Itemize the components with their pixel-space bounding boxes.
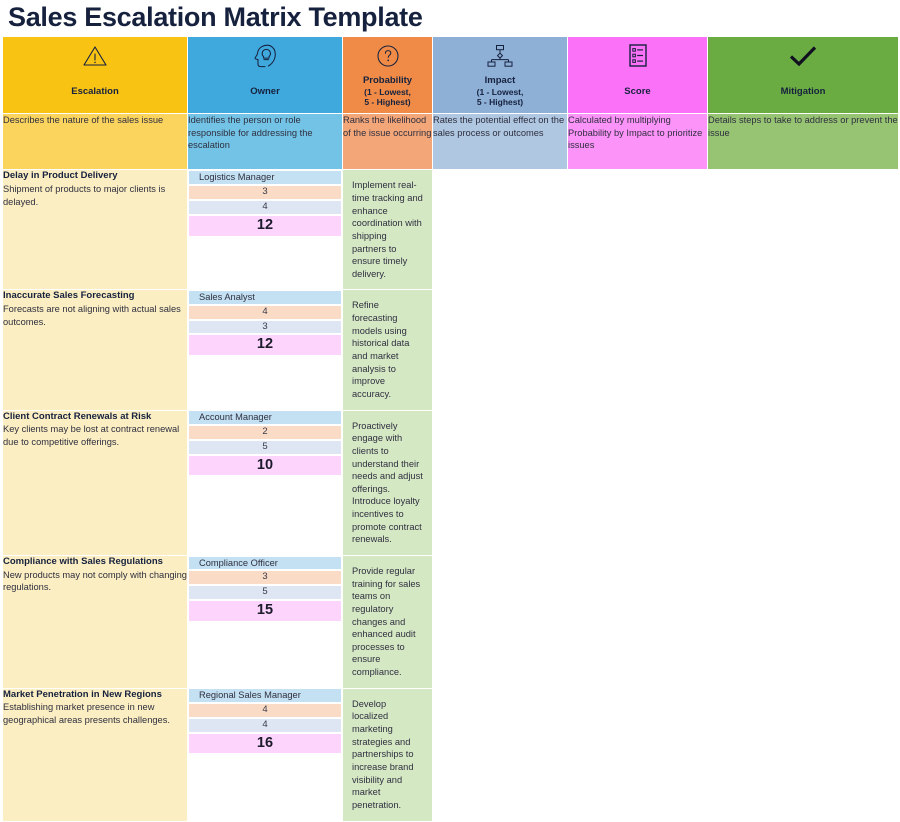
header-label-probability-text: Probability	[362, 74, 413, 86]
warning-triangle-icon	[82, 41, 108, 71]
issue-description: Shipment of products to major clients is…	[3, 183, 166, 207]
head-lightbulb-icon	[253, 41, 277, 71]
hierarchy-chart-icon	[486, 41, 514, 71]
cell-mitigation: Implement real-time tracking and enhance…	[342, 169, 433, 291]
cell-owner: Logistics Manager	[188, 170, 342, 185]
description-escalation: Describes the nature of the sales issue	[2, 113, 188, 171]
cell-mitigation: Refine forecasting models using historic…	[342, 289, 433, 411]
header-label-probability: Probability (1 - Lowest,5 - Highest)	[363, 72, 412, 113]
issue-title: Delay in Product Delivery	[3, 170, 118, 182]
header-label-score: Score	[624, 85, 651, 97]
header-label-owner: Owner	[250, 85, 280, 97]
cell-escalation: Market Penetration in New Regions Establ…	[2, 687, 188, 822]
cell-escalation: Client Contract Renewals at Risk Key cli…	[2, 409, 188, 557]
description-mitigation: Details steps to take to address or prev…	[707, 113, 899, 171]
header-label-impact-text: Impact	[484, 74, 516, 86]
cell-score: 12	[188, 334, 342, 357]
cell-mitigation: Develop localized marketing strategies a…	[342, 687, 433, 822]
checklist-document-icon	[627, 41, 649, 71]
issue-description: New products may not comply with changin…	[3, 569, 187, 593]
cell-score: 10	[188, 454, 342, 477]
header-sublabel-impact: (1 - Lowest,5 - Highest)	[476, 86, 524, 108]
cell-probability: 4	[188, 304, 342, 320]
cell-impact: 3	[188, 319, 342, 335]
cell-probability: 4	[188, 702, 342, 718]
header-cell-score: Score	[567, 36, 708, 115]
cell-impact: 5	[188, 585, 342, 600]
cell-score: 16	[188, 732, 342, 755]
cell-probability: 2	[188, 424, 342, 440]
table-row: Market Penetration in New Regions Establ…	[2, 687, 899, 822]
cell-escalation: Compliance with Sales Regulations New pr…	[2, 555, 188, 689]
cell-score: 12	[188, 214, 342, 237]
cell-escalation: Delay in Product Delivery Shipment of pr…	[2, 169, 188, 291]
issue-description: Key clients may be lost at contract rene…	[3, 424, 180, 447]
header-label-impact: Impact (1 - Lowest,5 - Highest)	[477, 72, 524, 113]
checkmark-icon	[787, 41, 819, 71]
description-probability: Ranks the likelihood of the issue occurr…	[342, 113, 433, 171]
header-label-escalation: Escalation	[71, 85, 119, 97]
cell-probability: 3	[188, 570, 342, 586]
issue-title: Compliance with Sales Regulations	[3, 556, 163, 567]
cell-owner: Account Manager	[188, 410, 342, 425]
issue-title: Inaccurate Sales Forecasting	[3, 290, 135, 302]
cell-impact: 4	[188, 717, 342, 733]
table-row: Inaccurate Sales Forecasting Forecasts a…	[2, 289, 899, 411]
cell-owner: Compliance Officer	[188, 555, 342, 571]
header-cell-escalation: Escalation	[2, 36, 188, 115]
table-description-row: Describes the nature of the sales issue …	[2, 113, 899, 171]
description-owner: Identifies the person or role responsibl…	[187, 113, 343, 171]
cell-impact: 5	[188, 439, 342, 455]
table-header-row: Escalation Owner	[2, 36, 899, 115]
cell-owner: Regional Sales Manager	[188, 688, 342, 703]
cell-score: 15	[188, 599, 342, 622]
cell-mitigation: Provide regular training for sales teams…	[342, 555, 433, 689]
issue-description: Forecasts are not aligning with actual s…	[3, 304, 181, 327]
cell-impact: 4	[188, 199, 342, 215]
description-score: Calculated by multiplying Probability by…	[567, 113, 708, 171]
header-cell-impact: Impact (1 - Lowest,5 - Highest)	[432, 36, 568, 115]
header-cell-owner: Owner	[187, 36, 343, 115]
cell-owner: Sales Analyst	[188, 289, 342, 305]
issue-title: Client Contract Renewals at Risk	[3, 410, 152, 422]
question-circle-icon	[376, 41, 400, 71]
table-row: Client Contract Renewals at Risk Key cli…	[2, 409, 899, 557]
issue-title: Market Penetration in New Regions	[3, 688, 162, 700]
cell-mitigation: Proactively engage with clients to under…	[342, 409, 433, 557]
cell-escalation: Inaccurate Sales Forecasting Forecasts a…	[2, 289, 188, 411]
table-row: Delay in Product Delivery Shipment of pr…	[2, 169, 899, 291]
header-sublabel-probability: (1 - Lowest,5 - Highest)	[364, 86, 411, 108]
description-impact: Rates the potential effect on the sales …	[432, 113, 568, 171]
header-label-mitigation: Mitigation	[780, 85, 826, 97]
header-cell-mitigation: Mitigation	[707, 36, 899, 115]
issue-description: Establishing market presence in new geog…	[3, 702, 170, 725]
cell-probability: 3	[188, 184, 342, 200]
escalation-matrix-table: Escalation Owner	[2, 36, 899, 822]
page-title: Sales Escalation Matrix Template	[8, 2, 423, 32]
table-row: Compliance with Sales Regulations New pr…	[2, 555, 899, 689]
header-cell-probability: Probability (1 - Lowest,5 - Highest)	[342, 36, 433, 115]
